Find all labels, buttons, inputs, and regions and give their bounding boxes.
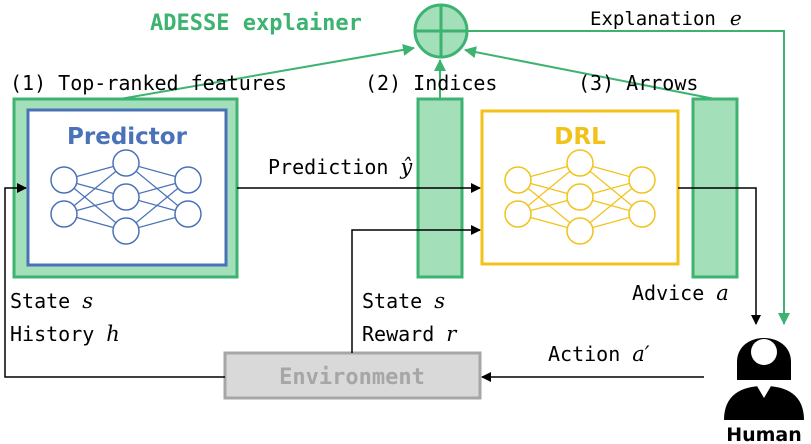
arrow-features-to-explainer	[119, 43, 415, 100]
step-indices-label: (2) Indices	[365, 71, 497, 95]
network-node	[566, 149, 594, 177]
network-node	[174, 200, 202, 228]
arrow-arrows-to-explainer	[464, 46, 716, 100]
arrow-state-reward	[351, 225, 481, 353]
step-features-label: (1) Top-ranked features	[10, 71, 287, 95]
step-arrows-label: (3) Arrows	[578, 71, 698, 95]
history-label: History h	[10, 322, 120, 346]
network-node	[566, 217, 594, 245]
arrow-explanation	[467, 30, 790, 325]
environment-label: Environment	[279, 365, 425, 390]
network-node	[112, 149, 140, 177]
network-node	[628, 200, 656, 228]
drl-label: DRL	[554, 124, 606, 150]
network-node	[112, 217, 140, 245]
network-node	[112, 183, 140, 211]
network-node	[566, 183, 594, 211]
advice-label: Advice a	[632, 281, 729, 305]
reward-label: Reward r	[362, 322, 458, 346]
state-mid-label: State s	[362, 289, 445, 313]
explanation-label: Explanation e	[590, 6, 742, 30]
predictor-label: Predictor	[67, 124, 188, 150]
environment-box	[223, 351, 482, 400]
network-node	[504, 166, 532, 194]
network-node	[50, 166, 78, 194]
human-label: Human	[726, 424, 802, 444]
network-node	[628, 166, 656, 194]
network-node	[50, 200, 78, 228]
state-left-label: State s	[10, 289, 93, 313]
arrow-advice	[678, 187, 761, 325]
explainer-node	[413, 3, 469, 59]
predictor-network-icon	[50, 149, 202, 245]
network-node	[504, 200, 532, 228]
network-node	[174, 166, 202, 194]
action-label: Action a′	[548, 342, 650, 366]
human-icon	[724, 338, 804, 420]
arrow-state-history	[4, 183, 225, 378]
drl-network-icon	[504, 149, 656, 245]
prediction-label: Prediction ŷ	[268, 155, 413, 179]
explainer-title: ADESSE explainer	[150, 11, 362, 36]
